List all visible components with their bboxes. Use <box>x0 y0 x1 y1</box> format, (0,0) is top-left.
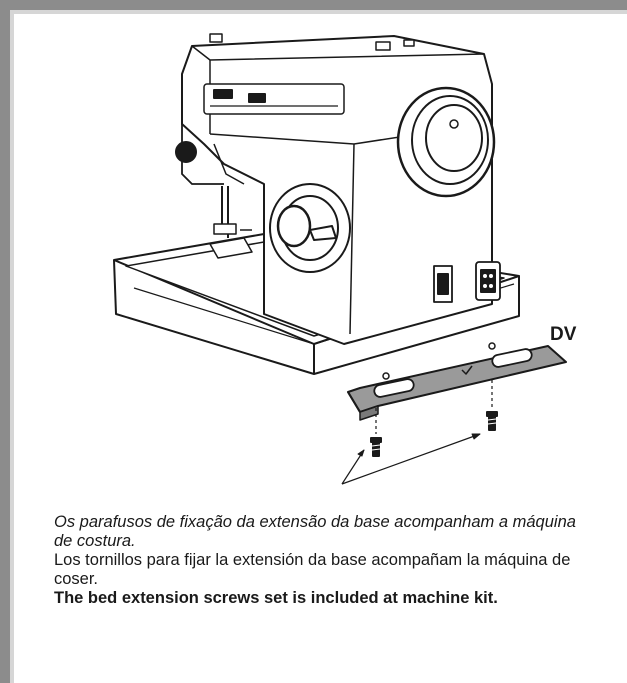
caption-portuguese: Os parafusos de fixação da extensão da b… <box>54 513 576 550</box>
screw-left <box>370 437 382 457</box>
page-frame-inner-left <box>10 10 14 683</box>
caption-english: The bed extension screws set is included… <box>54 589 498 607</box>
caption-block: Os parafusos de fixação da extensão da b… <box>54 513 594 608</box>
screw-right <box>486 411 498 431</box>
page-frame-top <box>0 0 627 10</box>
stitch-dial <box>276 204 312 248</box>
sewing-machine-drawing: DV <box>113 33 577 485</box>
sewing-machine-illustration: DV <box>14 14 627 494</box>
arrow-line-right <box>341 433 481 485</box>
caption-spanish: Los tornillos para fijar la extensión da… <box>54 551 571 588</box>
page-frame-inner-top <box>10 10 627 14</box>
part-label-dv: DV <box>550 324 577 345</box>
page-frame-left <box>0 0 10 683</box>
